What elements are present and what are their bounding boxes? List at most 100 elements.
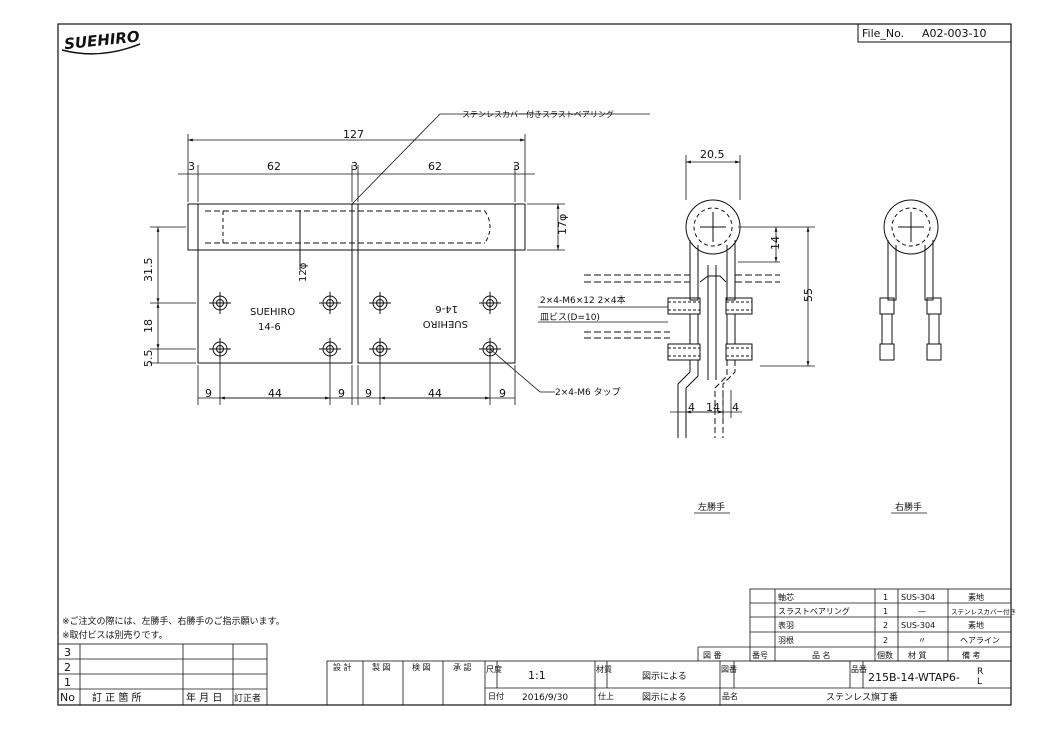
svg-text:55: 55 bbox=[802, 288, 815, 302]
svg-text:軸芯: 軸芯 bbox=[778, 592, 794, 602]
svg-text:日付: 日付 bbox=[488, 691, 504, 701]
leaf-mark-left-code: 14-6 bbox=[258, 322, 281, 333]
svg-text:No: No bbox=[60, 691, 75, 704]
file-no-value: A02-003-10 bbox=[922, 27, 986, 40]
front-dimension-labels: 127 3 62 3 62 3 17φ 12φ 31.5 18 5.5 9 44… bbox=[142, 128, 569, 400]
svg-text:品 名: 品 名 bbox=[812, 650, 831, 660]
svg-text:製 図: 製 図 bbox=[372, 662, 391, 672]
screw-spec-callout: 2×4-M6×12 2×4本 bbox=[540, 294, 626, 306]
svg-text:承 認: 承 認 bbox=[453, 662, 472, 672]
front-dimensions bbox=[150, 113, 650, 405]
svg-text:2: 2 bbox=[883, 621, 888, 630]
svg-text:1: 1 bbox=[883, 593, 888, 602]
svg-text:SUS-304: SUS-304 bbox=[901, 593, 935, 602]
svg-text:ステンレス旗丁番: ステンレス旗丁番 bbox=[826, 691, 898, 703]
svg-text:検 図: 検 図 bbox=[412, 662, 431, 672]
file-no-label: File_No. bbox=[862, 27, 904, 40]
svg-text:材質: 材質 bbox=[596, 664, 612, 674]
side-dimension-labels: 20.5 14 55 4 14 4 bbox=[688, 148, 815, 414]
svg-text:18: 18 bbox=[142, 319, 155, 333]
side-dimensions bbox=[538, 155, 815, 418]
svg-text:スラストベアリング: スラストベアリング bbox=[778, 606, 850, 616]
file-number-box: File_No. A02-003-10 bbox=[857, 23, 1012, 43]
revision-table-text: 3 2 1 No 訂 正 箇 所 年 月 日 訂正者 bbox=[60, 646, 261, 704]
svg-text:2: 2 bbox=[883, 636, 888, 645]
bearing-callout: ステンレスカバー付きスラストベアリング bbox=[462, 109, 614, 119]
svg-text:SUEHIRO: SUEHIRO bbox=[63, 27, 140, 53]
svg-text:訂正者: 訂正者 bbox=[234, 692, 261, 704]
svg-text:1:1: 1:1 bbox=[528, 669, 546, 682]
svg-text:年 月 日: 年 月 日 bbox=[186, 691, 222, 704]
right-hand-label: 右勝手 bbox=[895, 501, 922, 513]
svg-text:図 番: 図 番 bbox=[703, 650, 722, 660]
svg-text:9: 9 bbox=[205, 387, 212, 400]
svg-text:3: 3 bbox=[64, 646, 71, 659]
svg-text:9: 9 bbox=[499, 387, 506, 400]
front-view bbox=[187, 203, 526, 364]
leaf-mark-right-code: 14-6 bbox=[435, 303, 458, 314]
svg-text:3: 3 bbox=[188, 160, 195, 173]
note-screws: ※取付ビスは別売りです。 bbox=[62, 629, 168, 641]
svg-text:SUS-304: SUS-304 bbox=[901, 621, 935, 630]
svg-text:仕上: 仕上 bbox=[598, 691, 614, 701]
svg-text:1: 1 bbox=[64, 676, 71, 689]
svg-text:表羽: 表羽 bbox=[778, 620, 794, 630]
svg-text:14: 14 bbox=[706, 401, 720, 414]
right-leaf bbox=[357, 249, 516, 364]
svg-text:L: L bbox=[977, 677, 982, 687]
left-leaf bbox=[197, 249, 353, 364]
svg-text:図番: 図番 bbox=[721, 664, 737, 674]
svg-text:図示による: 図示による bbox=[642, 671, 687, 682]
svg-text:5.5: 5.5 bbox=[142, 350, 155, 368]
svg-text:素地: 素地 bbox=[968, 592, 984, 602]
screw-type-callout: 皿ビス(D=10) bbox=[540, 312, 600, 323]
svg-text:個数: 個数 bbox=[877, 650, 893, 660]
svg-text:備 考: 備 考 bbox=[962, 650, 981, 660]
svg-text:12φ: 12φ bbox=[298, 262, 309, 282]
hinge-barrel bbox=[187, 203, 526, 251]
svg-text:62: 62 bbox=[267, 160, 281, 173]
tap-callout: 2×4-M6 タップ bbox=[555, 387, 621, 398]
side-view-right bbox=[879, 199, 942, 361]
revision-table bbox=[57, 643, 268, 706]
svg-text:215B-14-WTAP6-: 215B-14-WTAP6- bbox=[868, 671, 960, 684]
svg-text:尺度: 尺度 bbox=[486, 664, 502, 674]
svg-text:127: 127 bbox=[343, 128, 364, 141]
svg-text:設 計: 設 計 bbox=[333, 662, 352, 672]
svg-text:図示による: 図示による bbox=[642, 692, 687, 703]
leaf-mark-left-brand: SUEHIRO bbox=[250, 307, 295, 318]
svg-text:ヘアライン: ヘアライン bbox=[960, 636, 1000, 645]
svg-text:62: 62 bbox=[428, 160, 442, 173]
side-view-left bbox=[584, 199, 780, 438]
svg-text:〃: 〃 bbox=[918, 636, 926, 645]
left-hand-label: 左勝手 bbox=[698, 501, 725, 513]
svg-text:17φ: 17φ bbox=[556, 214, 569, 235]
parts-table-text: 軸芯 1 SUS-304 素地 スラストベアリング 1 — ステンレスカバー付き… bbox=[703, 592, 1016, 660]
svg-text:ステンレスカバー付き: ステンレスカバー付き bbox=[951, 607, 1016, 616]
note-order: ※ご注文の際には、左勝手、右勝手のご指示願います。 bbox=[62, 615, 285, 627]
svg-text:4: 4 bbox=[732, 401, 739, 414]
svg-text:44: 44 bbox=[268, 387, 282, 400]
svg-text:3: 3 bbox=[351, 160, 358, 173]
svg-text:9: 9 bbox=[365, 387, 372, 400]
svg-text:1: 1 bbox=[883, 607, 888, 616]
svg-text:2016/9/30: 2016/9/30 bbox=[522, 693, 568, 703]
leaf-mark-right-brand: SUEHIRO bbox=[423, 318, 468, 329]
svg-text:20.5: 20.5 bbox=[700, 148, 725, 161]
svg-text:番号: 番号 bbox=[752, 650, 768, 660]
mounting-holes bbox=[209, 292, 501, 360]
svg-text:14: 14 bbox=[769, 236, 782, 250]
svg-text:9: 9 bbox=[338, 387, 345, 400]
svg-text:4: 4 bbox=[688, 401, 695, 414]
svg-text:31.5: 31.5 bbox=[142, 258, 155, 283]
svg-text:素地: 素地 bbox=[968, 620, 984, 630]
svg-text:品番: 品番 bbox=[851, 664, 867, 674]
svg-text:羽根: 羽根 bbox=[778, 635, 794, 645]
svg-text:訂 正 箇 所: 訂 正 箇 所 bbox=[92, 691, 142, 704]
title-block bbox=[326, 660, 1012, 706]
svg-text:2: 2 bbox=[64, 661, 71, 674]
svg-text:44: 44 bbox=[428, 387, 442, 400]
svg-text:材 質: 材 質 bbox=[908, 650, 927, 660]
svg-text:R: R bbox=[977, 667, 983, 677]
